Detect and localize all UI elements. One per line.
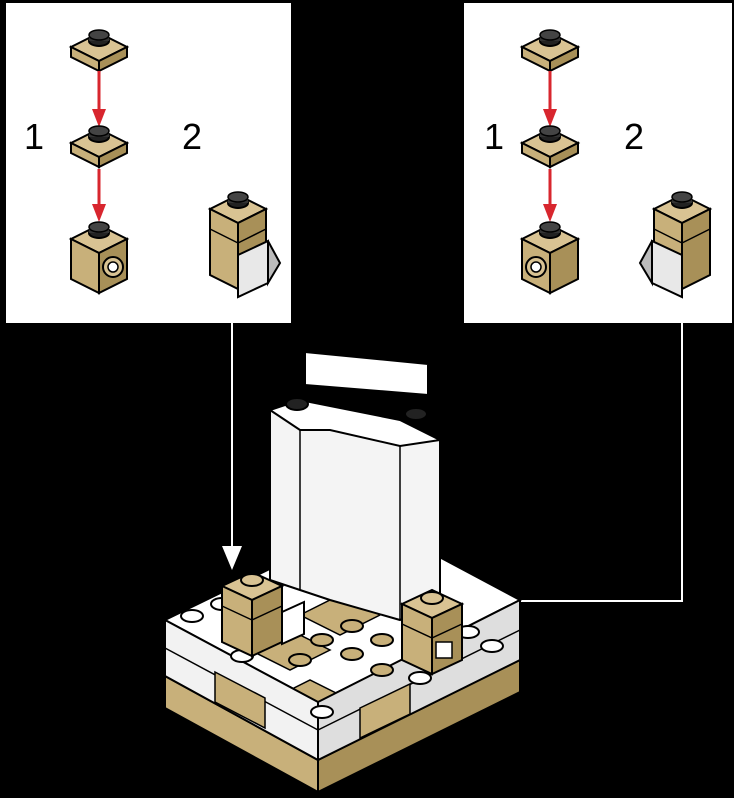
pointer-arrow-icon — [466, 323, 682, 611]
tan-assembly-right — [402, 590, 462, 674]
pointer-arrow-icon — [222, 323, 242, 570]
white-wall — [270, 352, 440, 620]
